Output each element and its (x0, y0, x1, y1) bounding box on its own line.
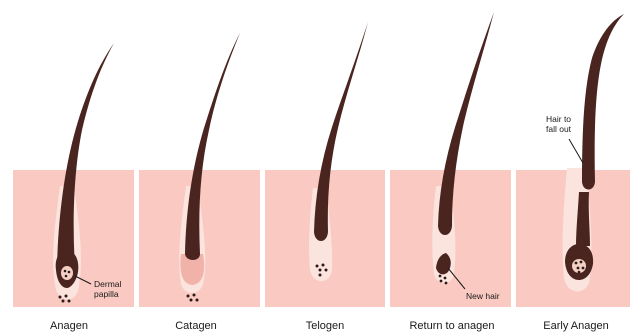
stage-label-return-to-anagen: Return to anagen (409, 320, 494, 332)
dermal-papilla (61, 266, 73, 280)
stage-label-catagen: Catagen (175, 320, 217, 332)
hair-to-fall-out-pointer (569, 139, 583, 163)
dermal-papilla-label-line2: papilla (94, 289, 119, 299)
hair-to-fall-out-label-line2: fall out (546, 124, 572, 134)
stage-label-early-anagen: Early Anagen (543, 320, 608, 332)
new-hair-label: New hair (466, 291, 500, 301)
hair-to-fall-out-label-line1: Hair to (546, 114, 571, 124)
old-hair-shaft (582, 14, 624, 190)
stage-label-telogen: Telogen (306, 320, 345, 332)
stage-label-anagen: Anagen (50, 320, 88, 332)
dermal-papilla-label-line1: Dermal (94, 279, 122, 289)
